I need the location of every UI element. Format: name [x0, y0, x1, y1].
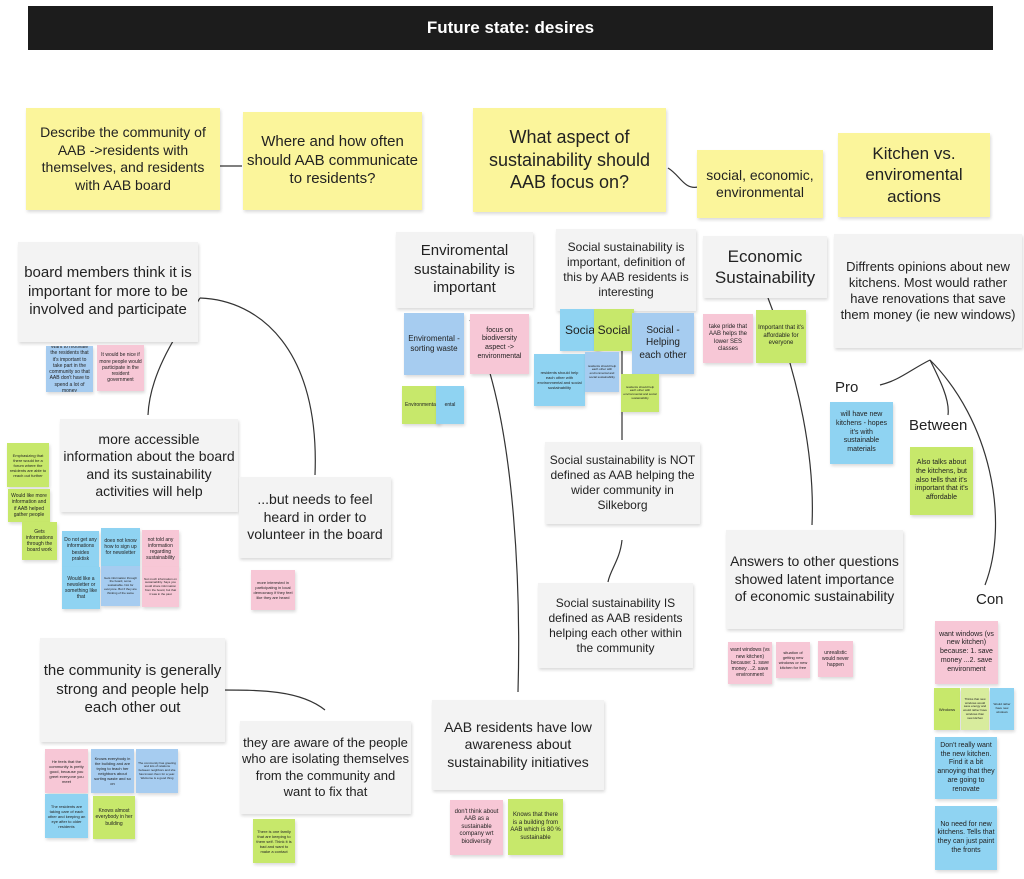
sticky-residents-help-3[interactable]: residents should help each other with en…: [621, 374, 659, 412]
sticky-between[interactable]: Also talks about the kitchens, but also …: [910, 447, 973, 515]
sticky-not-told[interactable]: not told any information regarding susta…: [142, 530, 179, 568]
sticky-taking-care[interactable]: The residents are taking care of each ot…: [45, 794, 88, 838]
note-economic-sustainability[interactable]: Economic Sustainability: [703, 236, 827, 298]
note-board-members[interactable]: board members think it is important for …: [18, 242, 198, 342]
note-aware-isolating[interactable]: they are aware of the people who are iso…: [240, 721, 411, 814]
label-con: Con: [976, 591, 1004, 608]
question-kitchen-vs-environment[interactable]: Kitchen vs. enviromental actions: [838, 133, 990, 217]
label-between: Between: [909, 417, 968, 434]
note-latent-importance[interactable]: Answers to other questions showed latent…: [726, 530, 903, 629]
sticky-signup[interactable]: does not know how to sign up for newslet…: [101, 528, 140, 566]
sticky-newsletter[interactable]: Would like a newsletter or something lik…: [62, 567, 100, 609]
sticky-con-small-2[interactable]: Thinks that new windows would save energ…: [961, 688, 989, 730]
sticky-con-windows[interactable]: want windows (vs new kitchen) because: 1…: [935, 621, 998, 684]
note-more-accessible-info[interactable]: more accessible information about the bo…: [60, 419, 238, 512]
note-kitchen-opinions[interactable]: Diffrents opinions about new kitchens. M…: [834, 234, 1022, 348]
sticky-knows-everybody[interactable]: Knows everybody in the building and are …: [91, 749, 134, 793]
note-environmental-important[interactable]: Enviromental sustainability is important: [396, 232, 533, 308]
note-social-economic-environmental[interactable]: social, economic, environmental: [697, 150, 823, 218]
sticky-dont-think[interactable]: don't think about AAB as a sustainable c…: [450, 800, 503, 855]
sticky-social-green[interactable]: Social: [594, 309, 634, 351]
sticky-social-blue[interactable]: Socia: [560, 309, 600, 351]
question-describe-community[interactable]: Describe the community of AAB ->resident…: [26, 108, 220, 210]
sticky-con-small-1[interactable]: Windows: [934, 688, 960, 730]
sticky-small-info-1[interactable]: Gets information through the board, some…: [101, 566, 140, 606]
sticky-affordable[interactable]: Important that it's affordable for every…: [756, 310, 806, 363]
sticky-biodiversity[interactable]: focus on biodiversity aspect -> environm…: [470, 314, 529, 374]
sticky-social-helping[interactable]: Social - Helping each other: [632, 313, 694, 374]
sticky-gets-info[interactable]: Gets informations through the board work: [22, 522, 57, 560]
sticky-more-info[interactable]: Would like more information and if AAB h…: [8, 489, 50, 522]
sticky-pro[interactable]: will have new kitchens - hopes it's with…: [830, 402, 893, 464]
sticky-residents-help[interactable]: The community has greeting and lots of r…: [136, 749, 178, 793]
note-low-awareness[interactable]: AAB residents have low awareness about s…: [432, 700, 604, 790]
sticky-unrealistic[interactable]: unrealistic would never happen: [818, 641, 853, 677]
note-not-defined[interactable]: Social sustainability is NOT defined as …: [545, 442, 700, 524]
sticky-small-info-2[interactable]: Not much information on sustainability. …: [142, 567, 179, 607]
sticky-env-sorting[interactable]: Enviromental - sorting waste: [404, 313, 464, 375]
note-community-strong[interactable]: the community is generally strong and pe…: [40, 638, 225, 742]
sticky-involve[interactable]: Want to motivate the residents that it's…: [46, 346, 93, 392]
sticky-knows-building[interactable]: Knows that there is a building from AAB …: [508, 799, 563, 855]
sticky-con-small-3[interactable]: Would rather have new windows: [990, 688, 1014, 730]
sticky-family[interactable]: There is one family that are keeping to …: [253, 819, 295, 863]
sticky-participate[interactable]: It would be nice if more people would pa…: [97, 345, 144, 391]
sticky-dont-want[interactable]: Don't really want the new kitchen. Find …: [935, 737, 997, 799]
sticky-feels[interactable]: He feels that the community is pretty go…: [45, 749, 88, 793]
sticky-knows-almost[interactable]: Knows almost everybody in her building: [93, 796, 135, 839]
question-communication[interactable]: Where and how often should AAB communica…: [243, 112, 422, 210]
note-is-defined[interactable]: Social sustainability IS defined as AAB …: [538, 583, 693, 668]
sticky-residents-help-2[interactable]: residents should help each other with en…: [585, 352, 619, 392]
board-title: Future state: desires: [28, 6, 993, 50]
label-pro: Pro: [835, 379, 859, 396]
sticky-env-blue[interactable]: ental: [436, 386, 464, 424]
sticky-forum[interactable]: Emphasizing that there would be a forum …: [7, 443, 49, 487]
note-social-important[interactable]: Social sustainability is important, defi…: [556, 229, 696, 311]
sticky-pride[interactable]: take pride that AAB helps the lower SES …: [703, 314, 753, 363]
note-needs-heard[interactable]: ...but needs to feel heard in order to v…: [239, 477, 391, 558]
sticky-no-info[interactable]: Do not get any informations besides prak…: [62, 531, 99, 568]
sticky-interested[interactable]: more interested in participating in loca…: [251, 570, 295, 610]
sticky-env-green[interactable]: Environmental: [402, 386, 440, 424]
sticky-no-need[interactable]: No need for new kitchens. Tells that the…: [935, 806, 997, 870]
sticky-situation[interactable]: situation of getting new windows or new …: [776, 642, 810, 678]
sticky-windows[interactable]: want windows (vs new kitchen) because: 1…: [728, 642, 772, 684]
sticky-residents-help-1[interactable]: residents should help each other with en…: [534, 354, 585, 406]
question-sustainability-aspect[interactable]: What aspect of sustainability should AAB…: [473, 108, 666, 212]
